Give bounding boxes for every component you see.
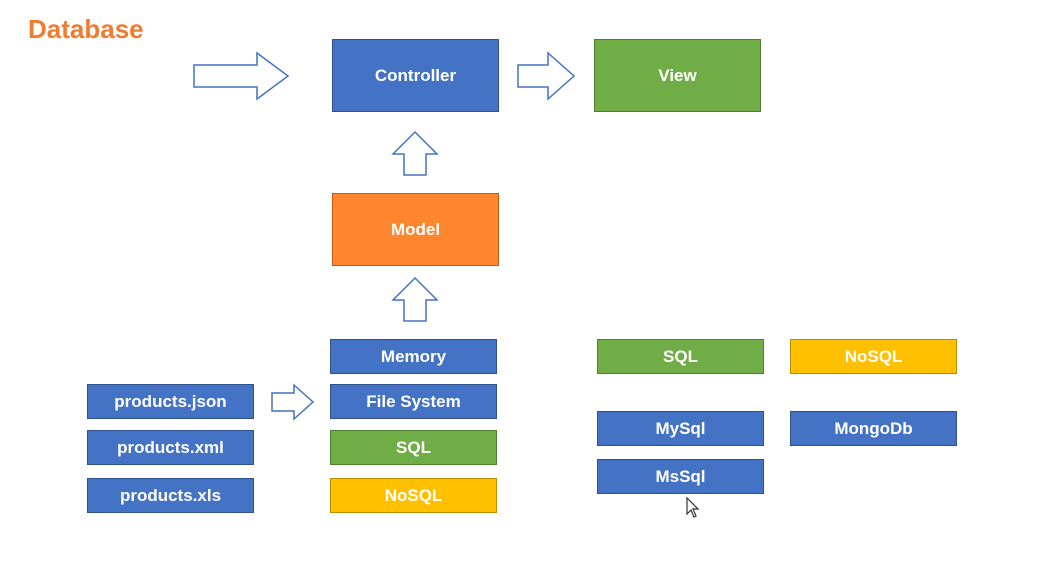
right-arrow-icon [193,51,290,101]
db-mysql: MySql [597,411,764,446]
model-box: Model [332,193,499,266]
source-file-system: File System [330,384,497,419]
category-nosql: NoSQL [790,339,957,374]
right-arrow-icon [271,383,315,421]
controller-box: Controller [332,39,499,112]
file-products-json: products.json [87,384,254,419]
source-memory: Memory [330,339,497,374]
source-sql: SQL [330,430,497,465]
up-arrow-icon [391,130,439,176]
file-products-xls: products.xls [87,478,254,513]
right-arrow-icon [517,51,576,101]
up-arrow-icon [391,276,439,322]
page-title: Database [28,14,144,44]
view-box: View [594,39,761,112]
source-nosql: NoSQL [330,478,497,513]
db-mongodb: MongoDb [790,411,957,446]
mouse-cursor-icon [686,497,700,518]
db-mssql: MsSql [597,459,764,494]
file-products-xml: products.xml [87,430,254,465]
category-sql: SQL [597,339,764,374]
